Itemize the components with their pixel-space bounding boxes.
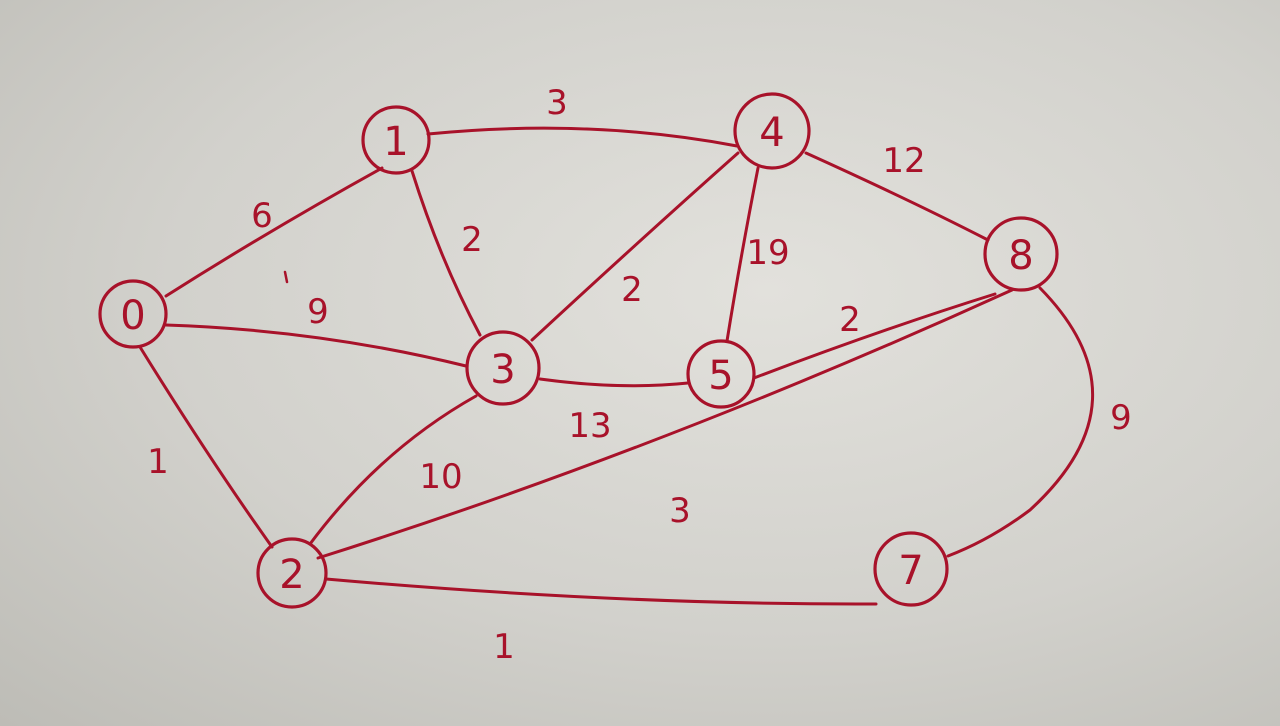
edge-weight-2-7: 1 bbox=[493, 627, 515, 667]
node-label-1: 1 bbox=[383, 119, 408, 165]
node-circle-3 bbox=[465, 330, 541, 406]
node-circle-8 bbox=[983, 216, 1059, 292]
edge-weight-1-3: 2 bbox=[461, 220, 483, 260]
node-label-7: 7 bbox=[898, 548, 923, 594]
node-circle-0 bbox=[98, 279, 168, 349]
edge-0-1 bbox=[164, 166, 384, 298]
edge-2-7 bbox=[324, 577, 878, 606]
node-2: 2 bbox=[256, 537, 328, 609]
edge-weight-5-8: 2 bbox=[839, 300, 861, 340]
node-label-2: 2 bbox=[279, 552, 304, 598]
edge-1-4 bbox=[426, 126, 739, 148]
node-circle-7 bbox=[873, 531, 949, 607]
node-circle-2 bbox=[256, 537, 328, 609]
edge-5-8 bbox=[752, 292, 997, 380]
edge-weight-4-5: 19 bbox=[746, 233, 789, 273]
edge-weight-3-4: 2 bbox=[621, 270, 643, 310]
edge-weight-1-4: 3 bbox=[546, 83, 568, 123]
node-3: 3 bbox=[465, 330, 541, 406]
edge-0-3 bbox=[164, 323, 468, 368]
node-label-3: 3 bbox=[490, 347, 515, 393]
edges-layer bbox=[138, 126, 1095, 606]
edge-2-8 bbox=[316, 288, 1014, 560]
edge-weight-2-8: 3 bbox=[669, 491, 691, 531]
edge-2-3 bbox=[308, 394, 478, 546]
edge-1-3 bbox=[410, 169, 482, 337]
node-circle-5 bbox=[686, 339, 756, 409]
edge-4-8 bbox=[804, 151, 990, 242]
edge-weight-3-5: 13 bbox=[568, 406, 611, 446]
node-7: 7 bbox=[873, 531, 949, 607]
node-4: 4 bbox=[733, 92, 811, 170]
node-label-5: 5 bbox=[708, 353, 733, 399]
edge-weight-8-7: 9 bbox=[1110, 398, 1132, 438]
node-label-0: 0 bbox=[120, 293, 145, 339]
node-5: 5 bbox=[686, 339, 756, 409]
node-0: 0 bbox=[98, 279, 168, 349]
node-circle-1 bbox=[361, 105, 431, 175]
edge-weight-4-8: 12 bbox=[882, 141, 925, 181]
edge-8-7 bbox=[946, 286, 1095, 558]
node-circle-4 bbox=[733, 92, 811, 170]
edge-weight-0-2: 1 bbox=[147, 442, 169, 482]
node-8: 8 bbox=[983, 216, 1059, 292]
edge-3-5 bbox=[538, 377, 690, 388]
node-label-8: 8 bbox=[1008, 233, 1033, 279]
stray-pen-mark bbox=[283, 270, 289, 284]
edge-4-5 bbox=[725, 166, 760, 343]
edge-0-2 bbox=[138, 345, 274, 549]
edge-3-4 bbox=[530, 151, 740, 342]
node-label-4: 4 bbox=[759, 110, 784, 156]
edge-weight-0-1: 6 bbox=[251, 196, 273, 236]
edge-weight-2-3: 10 bbox=[419, 457, 462, 497]
edge-weight-0-3: 9 bbox=[307, 292, 329, 332]
node-1: 1 bbox=[361, 105, 431, 175]
